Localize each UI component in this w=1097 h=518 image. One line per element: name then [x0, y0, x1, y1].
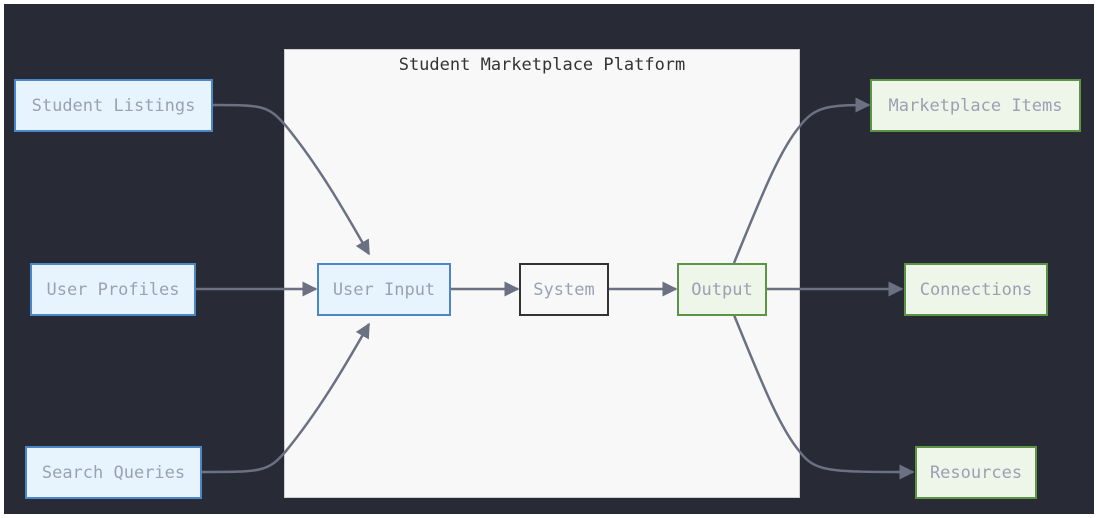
edge-student-listings-to-user-input: [211, 103, 371, 256]
node-user-profiles: User Profiles: [30, 263, 196, 316]
edge-output-to-marketplace-items: [732, 97, 871, 264]
node-connections: Connections: [904, 263, 1048, 316]
edge-search-queries-to-user-input: [200, 322, 371, 474]
node-resources: Resources: [915, 446, 1037, 499]
node-search-queries: Search Queries: [25, 446, 202, 499]
node-student-listings: Student Listings: [14, 79, 213, 132]
subgraph-title: Student Marketplace Platform: [398, 55, 686, 75]
node-output: Output: [677, 263, 767, 316]
node-marketplace-items: Marketplace Items: [870, 79, 1081, 132]
node-system: System: [519, 263, 609, 316]
edge-output-to-resources: [732, 314, 915, 480]
node-user-input: User Input: [317, 263, 451, 316]
